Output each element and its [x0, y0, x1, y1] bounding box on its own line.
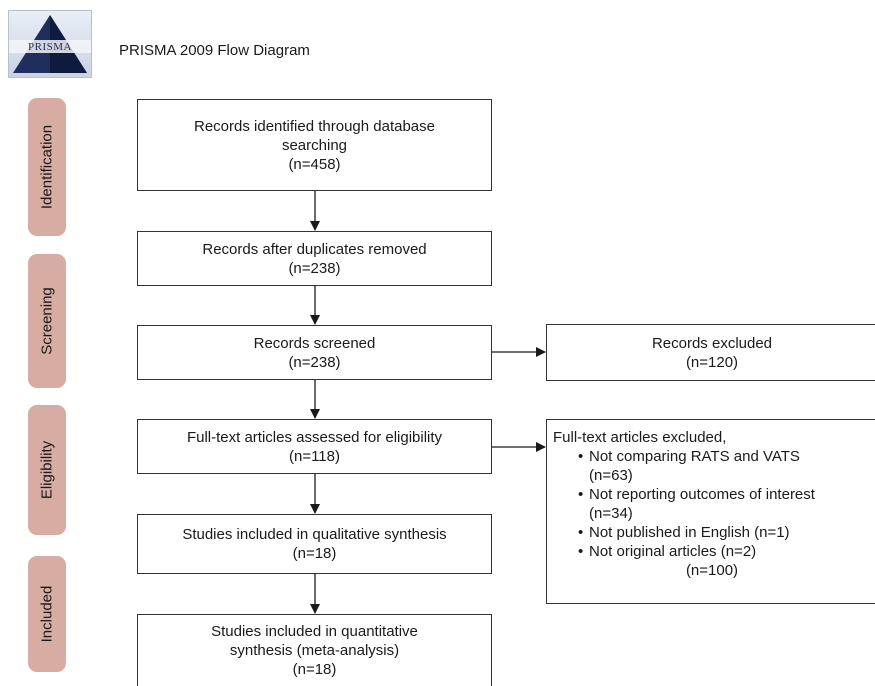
phase-identification: Identification	[28, 98, 66, 236]
reason-count: (n=63)	[589, 467, 633, 484]
prisma-logo: PRISMA	[8, 10, 92, 78]
phase-screening: Screening	[28, 254, 66, 388]
list-item: Not comparing RATS and VATS (n=63)	[578, 447, 871, 485]
box-text: Records excluded	[651, 334, 773, 352]
phase-eligibility: Eligibility	[28, 405, 66, 535]
box-records-identified: Records identified through database sear…	[137, 99, 492, 191]
box-count: (n=120)	[685, 353, 739, 371]
box-text: Records identified through database	[194, 117, 435, 135]
logo-wordmark: PRISMA	[28, 41, 72, 53]
reason-count: (n=34)	[589, 505, 633, 522]
box-fulltext-assessed: Full-text articles assessed for eligibil…	[137, 419, 492, 474]
box-heading: Full-text articles excluded,	[553, 429, 727, 446]
box-text: Studies included in quantitative	[211, 623, 418, 640]
phase-included: Included	[28, 556, 66, 672]
box-fulltext-excluded: Full-text articles excluded, Not compari…	[546, 419, 875, 604]
box-count: (n=18)	[292, 661, 337, 678]
exclusion-reasons-list: Not comparing RATS and VATS (n=63) Not r…	[553, 447, 871, 561]
reason-text: Not comparing RATS and VATS	[589, 448, 800, 465]
prisma-triangle-icon	[9, 15, 91, 73]
reason-text: Not reporting outcomes of interest	[589, 486, 815, 503]
box-records-screened: Records screened (n=238)	[137, 325, 492, 380]
list-item: Not reporting outcomes of interest (n=34…	[578, 485, 871, 523]
box-quantitative-synthesis: Studies included in quantitative synthes…	[137, 614, 492, 686]
box-text: synthesis (meta-analysis)	[229, 642, 400, 659]
box-text: Records after duplicates removed	[202, 240, 427, 258]
box-count: (n=238)	[288, 353, 341, 371]
box-text: Full-text articles assessed for eligibil…	[186, 428, 443, 446]
box-text: Studies included in qualitative synthesi…	[182, 526, 447, 543]
box-count: (n=18)	[292, 545, 337, 562]
box-count: (n=118)	[288, 447, 340, 465]
box-count: (n=458)	[288, 155, 341, 173]
box-text: searching	[281, 136, 348, 154]
box-qualitative-synthesis: Studies included in qualitative synthesi…	[137, 514, 492, 574]
list-item: Not published in English (n=1)	[578, 523, 871, 542]
page-title: PRISMA 2009 Flow Diagram	[119, 42, 310, 59]
box-duplicates-removed: Records after duplicates removed (n=238)	[137, 231, 492, 286]
reason-text: Not original articles (n=2)	[589, 543, 757, 560]
list-item: Not original articles (n=2)	[578, 542, 871, 561]
box-count: (n=238)	[288, 259, 341, 277]
box-count: (n=100)	[685, 562, 739, 579]
box-records-excluded: Records excluded (n=120)	[546, 324, 875, 381]
box-text: Records screened	[253, 334, 376, 352]
reason-text: Not published in English (n=1)	[589, 524, 790, 541]
